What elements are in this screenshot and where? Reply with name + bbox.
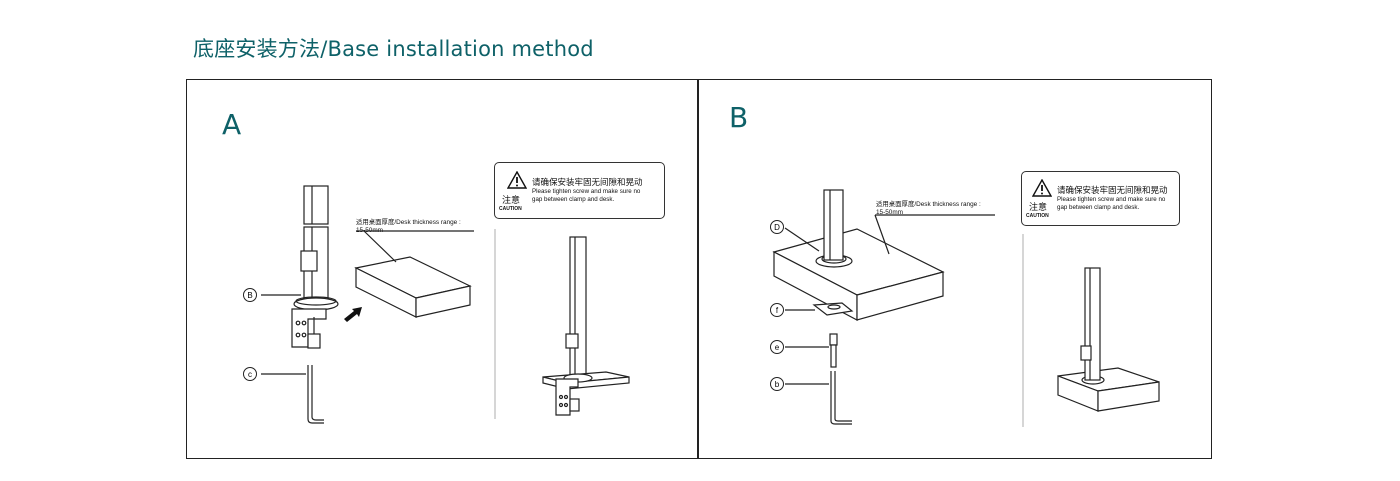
warning-triangle-icon xyxy=(507,171,527,189)
arrow-right-icon xyxy=(344,307,362,322)
panel-a-caution-box: 注意 CAUTION 请确保安装牢固无间隙和晃动 Please tighten … xyxy=(494,162,665,219)
allen-key xyxy=(307,365,324,424)
callout-d: D xyxy=(770,220,784,234)
callout-e: e xyxy=(770,340,784,354)
panel-a-letter: A xyxy=(222,108,242,141)
panel-b-illustration xyxy=(772,189,1160,427)
caution-en-label: CAUTION xyxy=(1026,213,1049,219)
desk-with-pole xyxy=(772,189,945,321)
callout-f: f xyxy=(770,303,784,317)
desk-thickness-label: 适用桌面厚度/Desk thickness range : xyxy=(876,201,981,208)
panel-divider xyxy=(697,79,699,459)
instruction-frame xyxy=(186,79,1212,459)
desk-thickness-value: 15-50mm xyxy=(876,209,903,216)
caution-zh-message: 请确保安装牢固无间隙和晃动 xyxy=(1057,186,1168,196)
pole-assembled xyxy=(542,236,630,416)
panel-b-caution-box: 注意 CAUTION 请确保安装牢固无间隙和晃动 Please tighten … xyxy=(1021,171,1180,226)
bolt-part xyxy=(829,333,838,368)
callout-c: c xyxy=(243,367,257,381)
assembled-pole-on-desk xyxy=(1057,267,1160,412)
desk-block xyxy=(354,256,472,318)
warning-triangle-icon xyxy=(1032,179,1052,197)
caution-zh-label: 注意 xyxy=(502,196,521,206)
desk-thickness-label: 适用桌面厚度/Desk thickness range : xyxy=(356,219,461,226)
caution-zh-message: 请确保安装牢固无间隙和晃动 xyxy=(532,178,643,188)
panel-b-range-label: 适用桌面厚度/Desk thickness range : 15-50mm xyxy=(876,201,981,217)
caution-en-message: Please tighten screw and make sure no ga… xyxy=(1057,196,1166,211)
caution-en-label: CAUTION xyxy=(499,206,522,212)
clamp-part xyxy=(291,308,327,349)
page-title: 底座安装方法/Base installation method xyxy=(193,37,594,61)
callout-b: B xyxy=(243,288,257,302)
panel-a-illustration xyxy=(261,185,630,424)
panel-b-letter: B xyxy=(729,101,749,134)
callout-b-lower: b xyxy=(770,377,784,391)
caution-zh-label: 注意 xyxy=(1029,203,1048,213)
allen-key-b xyxy=(830,371,852,425)
caution-en-message: Please tighten screw and make sure no ga… xyxy=(532,188,641,203)
pole-exploded xyxy=(293,185,339,311)
